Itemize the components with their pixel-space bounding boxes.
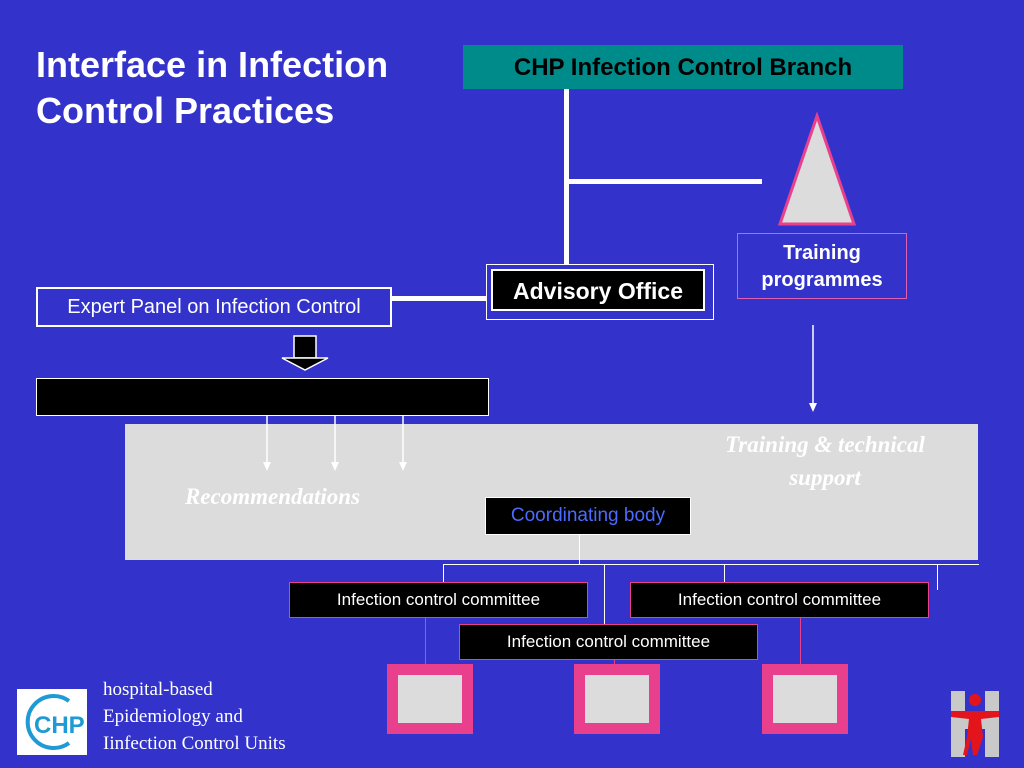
committee-drop-line-3 bbox=[724, 564, 725, 582]
pink-line-2 bbox=[614, 660, 615, 664]
unit-box-3 bbox=[762, 664, 848, 734]
pink-line-1 bbox=[425, 618, 426, 664]
health-emblem-icon bbox=[947, 689, 1003, 759]
committee-box-right: Infection control committee bbox=[630, 582, 929, 618]
advisory-office-box: Advisory Office bbox=[491, 269, 705, 311]
unit-box-2 bbox=[574, 664, 660, 734]
footer-line-2: Epidemiology and bbox=[103, 706, 243, 727]
title-line-2: Control Practices bbox=[36, 90, 335, 131]
empty-black-bar bbox=[36, 378, 489, 416]
committee-horizontal-line bbox=[443, 564, 979, 565]
training-programmes-box: Training programmes bbox=[737, 233, 907, 299]
training-support-label: Training & technical support bbox=[725, 432, 925, 490]
pink-line-3 bbox=[800, 618, 801, 664]
down-arrow-icon bbox=[281, 335, 329, 371]
footer-line-1: hospital-based bbox=[103, 679, 213, 700]
recommendation-arrows bbox=[263, 416, 407, 471]
chp-branch-box: CHP Infection Control Branch bbox=[463, 45, 903, 89]
coord-stem-line bbox=[579, 535, 580, 565]
chp-logo-icon: CHP bbox=[25, 694, 85, 750]
committee-drop-line-2 bbox=[604, 564, 605, 625]
unit-box-1 bbox=[387, 664, 473, 734]
training-triangle-icon bbox=[777, 111, 857, 226]
page-title: Interface in Infection Control Practices bbox=[36, 42, 476, 134]
training-down-arrow bbox=[809, 325, 817, 412]
committee-drop-line-1 bbox=[443, 564, 444, 582]
recommendations-label: Recommendations bbox=[184, 484, 361, 509]
branch-to-training-line bbox=[564, 179, 762, 184]
coordinating-body-box: Coordinating body bbox=[485, 497, 691, 535]
branch-vertical-line bbox=[564, 89, 569, 265]
footer-text: hospital-based Epidemiology and Iinfecti… bbox=[103, 676, 363, 757]
svg-text:CHP: CHP bbox=[34, 712, 85, 739]
committee-box-middle: Infection control committee bbox=[459, 624, 758, 660]
title-line-1: Interface in Infection bbox=[36, 44, 389, 85]
expert-panel-box: Expert Panel on Infection Control bbox=[36, 287, 392, 327]
footer-line-3: Iinfection Control Units bbox=[103, 733, 286, 754]
expert-to-advisory-line bbox=[392, 296, 486, 301]
committee-drop-line-4 bbox=[937, 564, 938, 590]
advisory-office-frame bbox=[486, 264, 714, 320]
committee-box-left: Infection control committee bbox=[289, 582, 588, 618]
chp-logo: CHP bbox=[17, 689, 87, 755]
